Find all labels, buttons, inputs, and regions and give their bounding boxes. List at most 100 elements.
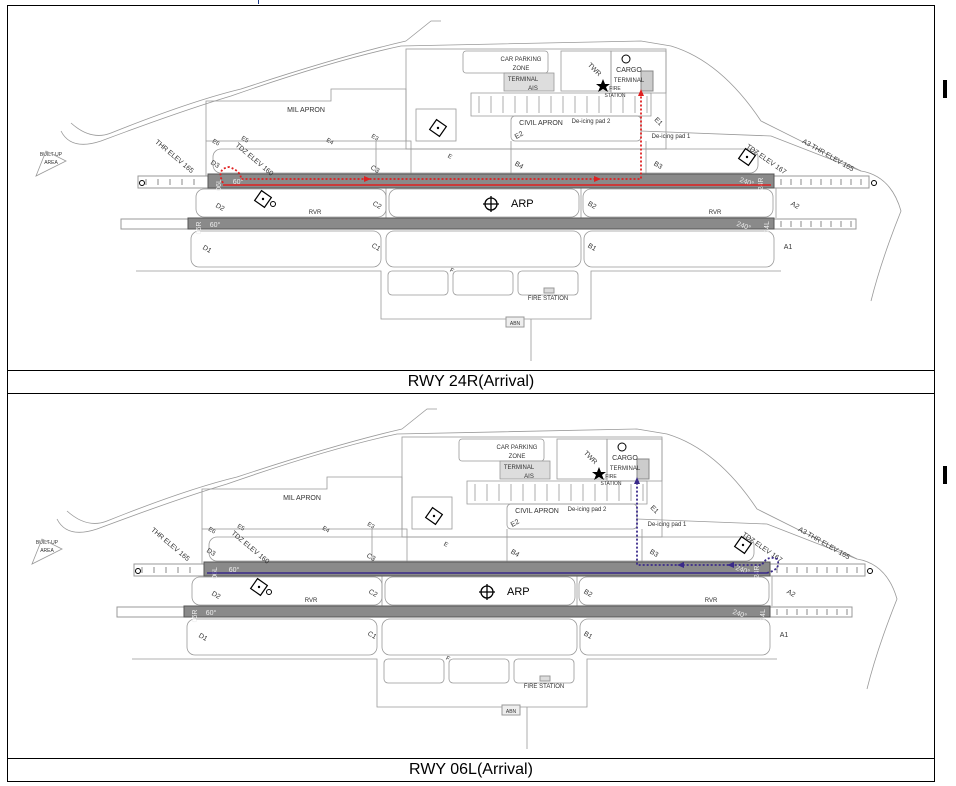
label-c1: C1 — [370, 242, 381, 253]
cargo-building — [640, 70, 654, 92]
mil-apron — [201, 476, 403, 529]
label-fire-2: STATION — [605, 93, 626, 99]
runway-06r-24l — [183, 605, 771, 618]
label-arp: ARP — [507, 586, 530, 598]
taxiway-block — [388, 188, 580, 218]
taxi-route-line — [636, 481, 780, 574]
terminal-building — [503, 72, 555, 92]
perimeter-road — [70, 40, 407, 136]
label-built-up-2: AREA — [44, 160, 58, 166]
label-b4: B4 — [509, 549, 520, 559]
label-deicing-1: De-icing pad 1 — [652, 134, 691, 140]
heliport-icon — [617, 442, 627, 452]
label-rvr: RVR — [305, 598, 318, 604]
route-arrow-icon — [677, 562, 684, 568]
wind-direction-indicator-icon — [257, 585, 261, 589]
label-a2: A2 — [789, 201, 800, 211]
label-b3: B3 — [652, 161, 663, 171]
tower-star-icon — [592, 467, 606, 480]
route-arrow-icon — [364, 176, 371, 182]
runway-06l-24r — [207, 173, 775, 189]
label-e6: E6 — [211, 139, 221, 148]
label-built-up-1: BUILT-UP — [40, 152, 63, 158]
label-b1: B1 — [582, 631, 593, 641]
fire-station-building — [543, 287, 555, 294]
label-twr: TWR — [582, 450, 598, 466]
apron-block — [383, 658, 445, 684]
page-top-mark — [258, 0, 259, 4]
access-road — [405, 20, 441, 42]
runway-06l-24r — [203, 561, 771, 577]
built-up-area — [31, 538, 63, 565]
label-e1: E1 — [649, 504, 660, 515]
label-built-up-1: BUILT-UP — [36, 540, 59, 546]
label-arp: ARP — [511, 198, 534, 210]
label-f: F — [448, 268, 454, 275]
arp-icon — [479, 584, 495, 600]
label-c1: C1 — [366, 630, 377, 641]
route-arrow-icon — [638, 89, 644, 96]
label-cargo-1: CARGO — [612, 455, 638, 462]
apron-block — [448, 658, 510, 684]
arp-icon — [483, 196, 499, 212]
taxi-route-line — [219, 93, 642, 184]
label-fire-1: FIRE — [609, 86, 621, 92]
route-arrow-icon — [594, 176, 601, 182]
hangar — [411, 496, 453, 530]
label-thr-east: A3 THR ELEV 165 — [801, 138, 855, 173]
label-hdg-60: 60° — [206, 609, 217, 617]
terminal-building — [499, 460, 551, 480]
perimeter-road — [56, 428, 898, 690]
label-e4: E4 — [325, 138, 335, 147]
taxiway-block — [381, 618, 578, 656]
caption-24r: RWY 24R(Arrival) — [8, 370, 934, 394]
label-rvr: RVR — [309, 210, 322, 216]
wind-direction-indicator-icon — [436, 126, 440, 130]
navaid-icon — [270, 201, 276, 207]
taxiway-block — [191, 576, 383, 606]
label-e3: E3 — [366, 522, 376, 531]
wind-direction-indicator-icon — [432, 514, 436, 518]
caption-06l: RWY 06L(Arrival) — [8, 758, 934, 781]
label-ais: AIS — [528, 86, 538, 92]
apron-block — [517, 270, 579, 296]
label-rwy-06l: 06L — [216, 179, 223, 191]
label-civil-apron: CIVIL APRON — [515, 508, 559, 515]
wind-direction-indicator-icon — [741, 543, 745, 547]
label-terminal: TERMINAL — [504, 465, 535, 471]
heliport-icon — [621, 54, 631, 64]
tower-star-icon — [596, 79, 610, 92]
extended-centerline-east — [769, 606, 853, 618]
label-hdg-60: 60° — [210, 221, 221, 229]
stands — [466, 480, 648, 505]
label-hdg-60: 60° — [233, 178, 244, 186]
label-twr: TWR — [586, 62, 602, 78]
label-fire-2: STATION — [601, 481, 622, 487]
taxiway-e — [212, 148, 759, 174]
label-thr-west: THR ELEV 165 — [153, 139, 194, 175]
label-hdg-60: 60° — [229, 566, 240, 574]
label-thr-west: THR ELEV 165 — [149, 527, 190, 563]
taxiway-e — [208, 536, 755, 562]
label-a1: A1 — [780, 632, 789, 639]
apron-block — [452, 270, 514, 296]
label-deicing-2: De-icing pad 2 — [572, 119, 611, 125]
taxiway-block — [582, 188, 774, 218]
label-car-parking-2: ZONE — [513, 66, 530, 72]
abn-box — [501, 704, 521, 716]
label-ais: AIS — [524, 474, 534, 480]
label-d3: D3 — [205, 547, 216, 558]
extended-centerline-west — [133, 563, 205, 577]
stands — [470, 92, 652, 117]
terminal-area — [405, 48, 667, 150]
extended-centerline-west — [116, 606, 185, 618]
label-terminal: TERMINAL — [508, 77, 539, 83]
taxiway-block — [384, 576, 576, 606]
label-e: E — [446, 154, 452, 161]
taxiway-block — [578, 576, 770, 606]
label-car-parking-2: ZONE — [509, 454, 526, 460]
label-mil-apron: MIL APRON — [287, 107, 325, 114]
label-built-up-2: AREA — [40, 548, 54, 554]
